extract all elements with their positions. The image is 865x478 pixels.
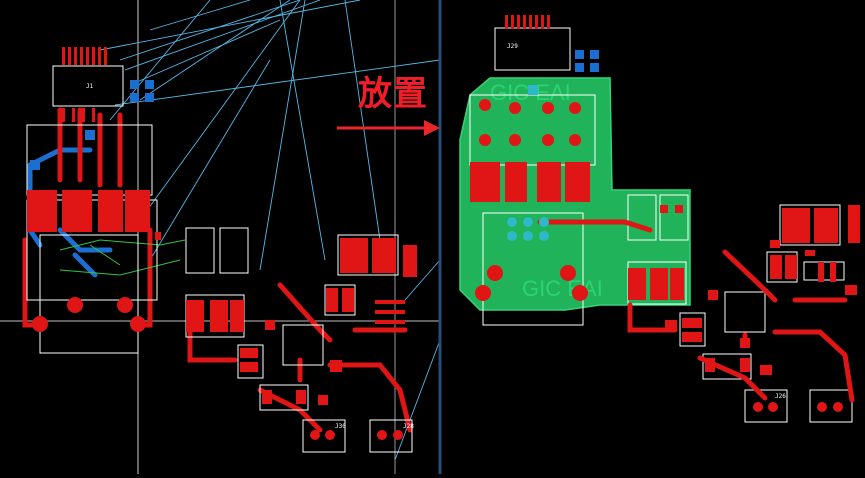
svg-text:J28: J28 [403,423,414,430]
through-holes-left [32,297,403,440]
right-pane-placed[interactable]: GIC EAI GIC EAI [459,15,860,423]
pads-right [470,15,860,375]
svg-text:J1: J1 [86,83,94,90]
brand-text: GIC EAI GIC EAI [490,80,603,301]
designators-left: J1 J30 J28 [86,83,414,430]
left-pane-unplaced[interactable]: J1 J30 J28 [0,0,441,474]
unrouted-connections [59,239,186,276]
bottom-pads-right [575,50,599,72]
through-holes-right [475,99,843,412]
annotation-label: 放置 [358,74,428,114]
svg-text:J26: J26 [775,393,786,400]
svg-text:J30: J30 [335,423,346,430]
vias-right [507,85,549,241]
bottom-pads-left [30,80,154,170]
silkscreen-left [26,65,413,453]
placement-arrow [337,120,440,136]
designators-right: J29 J26 [507,43,786,400]
ratsnest-lines [99,0,441,461]
pads-left [27,47,417,405]
svg-text:GIC EAI: GIC EAI [522,276,603,301]
svg-text:J29: J29 [507,43,518,50]
